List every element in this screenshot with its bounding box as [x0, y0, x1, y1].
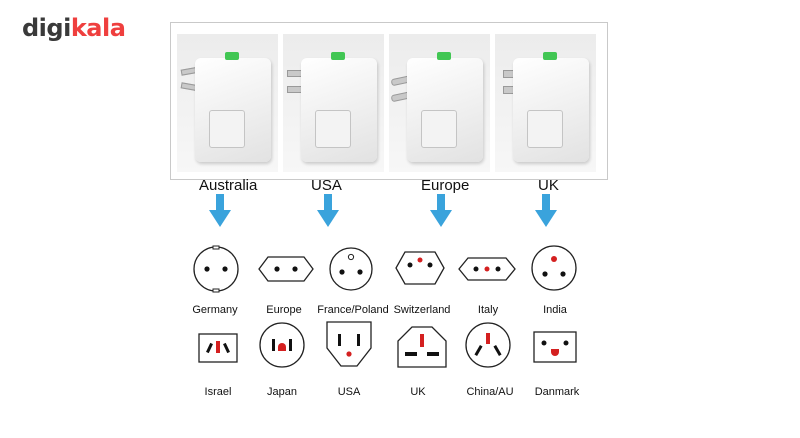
region-label-uk: UK: [538, 177, 559, 194]
socket-label-france-poland: France/Poland: [317, 304, 389, 316]
socket-china-au-icon: [464, 321, 512, 369]
socket-label-germany: Germany: [192, 304, 238, 316]
socket-label-danmark: Danmark: [534, 386, 580, 398]
socket-uk-icon: [396, 325, 448, 369]
socket-label-china-au: China/AU: [466, 386, 514, 398]
socket-israel-icon: [198, 333, 238, 363]
socket-label-india: India: [543, 304, 567, 316]
socket-label-japan: Japan: [267, 386, 297, 398]
socket-usa-icon: [325, 320, 373, 368]
socket-italy-icon: [458, 257, 516, 281]
adapter-photo-australia: [177, 34, 278, 172]
socket-germany-icon: [192, 245, 240, 293]
socket-europe-icon: [258, 256, 314, 282]
socket-label-europe: Europe: [266, 304, 302, 316]
brand-logo-part2: kala: [70, 14, 126, 42]
adapter-photo-uk: [495, 34, 596, 172]
region-label-australia: Australia: [199, 177, 258, 194]
socket-india-icon: [530, 244, 578, 292]
socket-label-switzerland: Switzerland: [393, 304, 451, 316]
brand-logo[interactable]: digikala: [22, 14, 126, 42]
region-label-europe: Europe: [421, 177, 470, 194]
arrow-down-icon: [209, 194, 231, 228]
socket-danmark-icon: [533, 331, 577, 363]
arrow-down-icon: [430, 194, 452, 228]
arrow-down-icon: [317, 194, 339, 228]
socket-label-uk: UK: [410, 386, 426, 398]
socket-label-israel: Israel: [204, 386, 232, 398]
adapter-photo-europe: [389, 34, 490, 172]
socket-label-italy: Italy: [477, 304, 499, 316]
socket-japan-icon: [258, 321, 306, 369]
socket-switzerland-icon: [395, 251, 445, 285]
socket-label-usa: USA: [337, 386, 361, 398]
arrow-down-icon: [535, 194, 557, 228]
region-label-usa: USA: [311, 177, 342, 194]
socket-france-poland-icon: [327, 246, 375, 292]
brand-logo-part1: digi: [22, 14, 71, 42]
adapter-photo-usa: [283, 34, 384, 172]
